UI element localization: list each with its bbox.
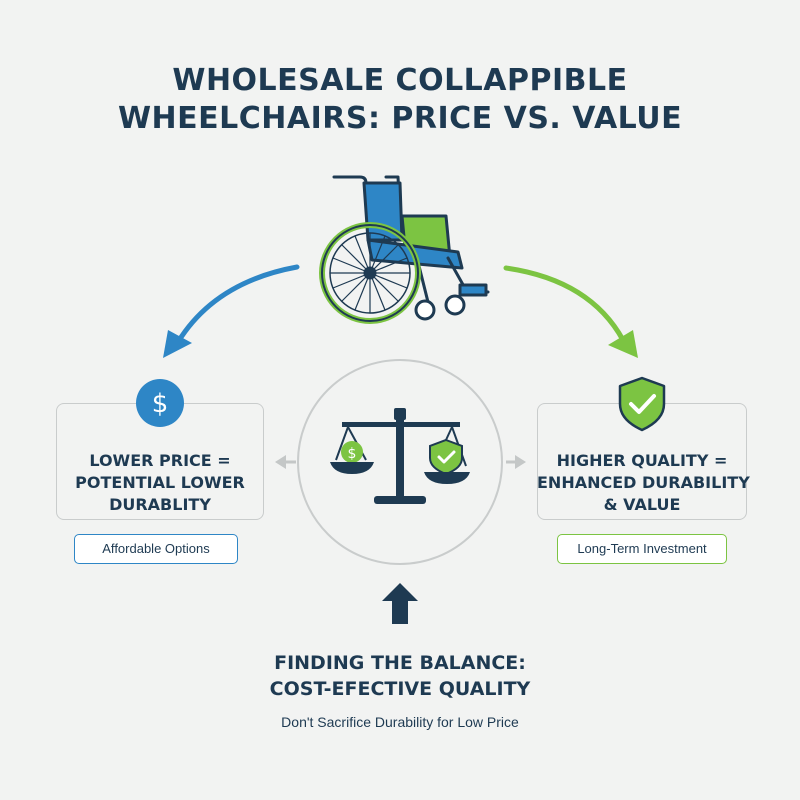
up-arrow [382,583,418,624]
left-panel-text: LOWER PRICE = POTENTIAL LOWER DURABLITY [56,450,264,516]
blue-curved-arrow [163,264,300,358]
left-panel-line-2: POTENTIAL LOWER [75,473,245,492]
long-term-investment-badge: Long-Term Investment [557,534,727,564]
right-panel-line-3: & VALUE [603,495,681,514]
svg-text:$: $ [152,389,169,419]
bottom-subtext: Don't Sacrifice Durability for Low Price [281,714,519,730]
bottom-heading: FINDING THE BALANCE: COST-EFECTIVE QUALI… [0,650,800,702]
bottom-heading-line-1: FINDING THE BALANCE: [274,652,526,674]
shield-check-icon [618,376,666,432]
wheelchair-icon [319,175,490,324]
right-panel-text: HIGHER QUALITY = ENHANCED DURABILITY & V… [537,450,750,516]
title-line-1: WHOLESALE COLLAPPIBLE [172,63,628,98]
page-title: WHOLESALE COLLAPPIBLE WHEELCHAIRS: PRICE… [0,62,800,138]
affordable-options-badge: Affordable Options [74,534,238,564]
right-panel-line-1: HIGHER QUALITY = [556,451,728,470]
right-gray-arrow [506,455,526,469]
left-panel-line-3: DURABLITY [109,495,211,514]
dollar-icon: $ [136,379,184,427]
balance-scale-icon: $ [330,408,470,504]
left-panel-line-1: LOWER PRICE = [89,451,231,470]
left-gray-arrow [275,455,296,469]
green-curved-arrow [503,265,638,358]
title-line-2: WHEELCHAIRS: PRICE VS. VALUE [117,101,683,136]
svg-text:$: $ [348,446,357,462]
bottom-heading-line-2: COST-EFECTIVE QUALITY [269,678,531,700]
right-panel-line-2: ENHANCED DURABILITY [537,473,750,492]
